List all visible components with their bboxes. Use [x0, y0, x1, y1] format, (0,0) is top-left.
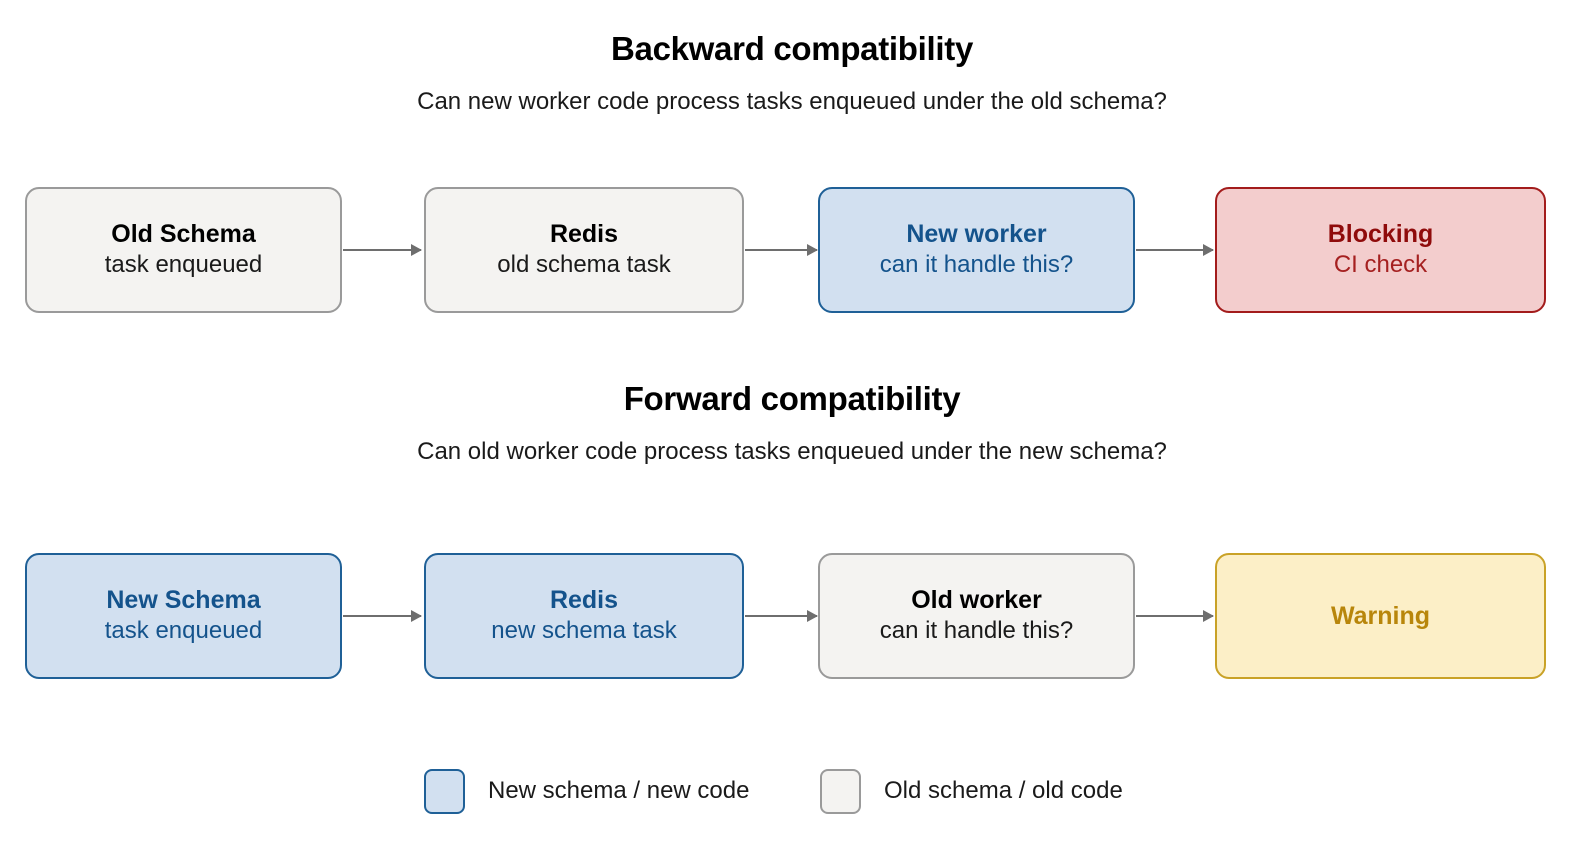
legend-swatch-old-icon	[820, 768, 861, 814]
node-redis-new[interactable]: Redis new schema task	[424, 553, 744, 679]
section-1-title: Backward compatibility	[610, 30, 973, 67]
node-old-schema[interactable]: Old Schema task enqueued	[25, 187, 342, 313]
node-title: New Schema	[106, 586, 261, 615]
arrow-6	[1136, 610, 1214, 622]
section-1-subtitle: Can new worker code process tasks enqueu…	[417, 88, 1167, 115]
node-old-worker[interactable]: Old worker can it handle this?	[818, 553, 1135, 679]
arrow-head-icon	[1203, 244, 1214, 256]
node-redis-old[interactable]: Redis old schema task	[424, 187, 744, 313]
node-warning[interactable]: Warning	[1215, 553, 1546, 679]
node-subtitle: can it handle this?	[879, 617, 1074, 645]
node-title: Blocking	[1327, 220, 1434, 249]
flow-row-backward: Old Schema task enqueued Redis old schem…	[0, 187, 1584, 313]
node-title: Warning	[1330, 601, 1431, 630]
section-2-subtitle: Can old worker code process tasks enqueu…	[417, 438, 1167, 465]
arrow-shaft	[745, 249, 817, 251]
node-title: Old worker	[911, 586, 1042, 615]
node-title: Old Schema	[111, 220, 256, 249]
node-subtitle: CI check	[1333, 251, 1428, 279]
arrow-shaft	[1136, 249, 1213, 251]
arrow-head-icon	[1203, 610, 1214, 622]
arrow-shaft	[745, 615, 817, 617]
legend-swatch-new-icon	[424, 768, 465, 814]
arrow-shaft	[343, 615, 421, 617]
arrow-head-icon	[411, 244, 422, 256]
arrow-1	[343, 244, 422, 256]
node-new-schema[interactable]: New Schema task enqueued	[25, 553, 342, 679]
arrow-shaft	[1136, 615, 1213, 617]
arrow-2	[745, 244, 818, 256]
arrow-shaft	[343, 249, 421, 251]
legend-item-new: New schema / new code	[424, 766, 749, 816]
node-subtitle: task enqueued	[104, 251, 263, 279]
node-subtitle: task enqueued	[104, 617, 263, 645]
legend: New schema / new code Old schema / old c…	[0, 766, 1584, 816]
arrow-head-icon	[411, 610, 422, 622]
node-title: New worker	[906, 220, 1047, 249]
legend-item-old: Old schema / old code	[820, 766, 1123, 816]
node-title: Redis	[549, 220, 619, 249]
arrow-5	[745, 610, 818, 622]
arrow-3	[1136, 244, 1214, 256]
section-2-title: Forward compatibility	[623, 380, 961, 417]
node-subtitle: old schema task	[497, 251, 671, 279]
legend-label: New schema / new code	[488, 777, 750, 804]
flow-row-forward: New Schema task enqueued Redis new schem…	[0, 553, 1584, 679]
arrow-head-icon	[807, 244, 818, 256]
legend-label: Old schema / old code	[884, 777, 1123, 804]
node-subtitle: can it handle this?	[879, 251, 1074, 279]
node-new-worker[interactable]: New worker can it handle this?	[818, 187, 1135, 313]
arrow-head-icon	[807, 610, 818, 622]
arrow-4	[343, 610, 422, 622]
node-blocking-ci[interactable]: Blocking CI check	[1215, 187, 1546, 313]
node-subtitle: new schema task	[491, 617, 677, 645]
node-title: Redis	[549, 586, 619, 615]
